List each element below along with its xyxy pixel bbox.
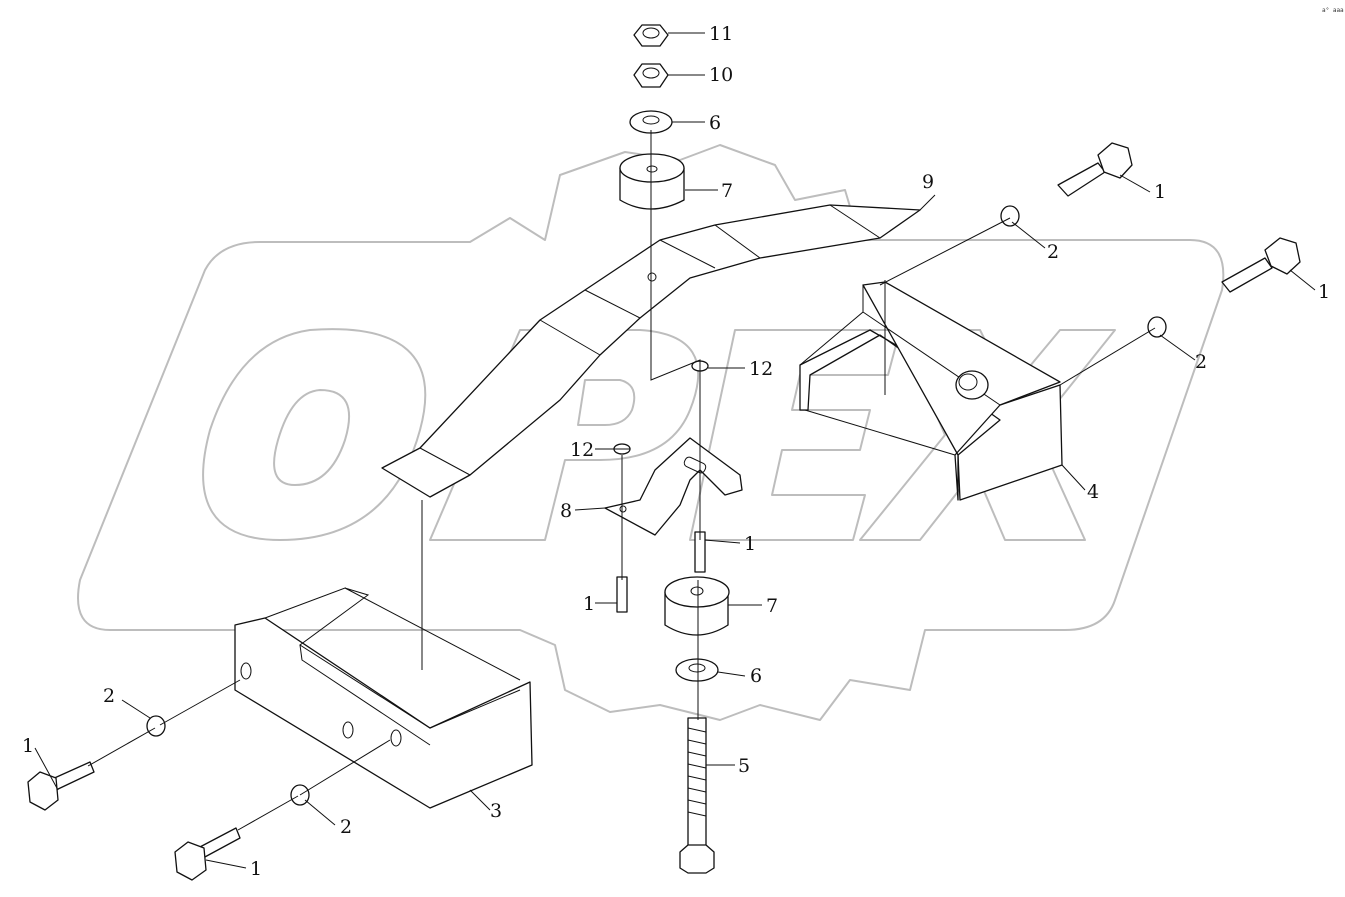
lower-fastener-stack: [664, 576, 730, 874]
callout-7-lower: 7: [766, 595, 778, 617]
callout-2-left-upper: 2: [103, 685, 115, 707]
callout-9: 9: [922, 171, 934, 193]
callout-1-far-right: 1: [1318, 281, 1330, 303]
callout-3: 3: [490, 800, 502, 822]
callout-5: 5: [738, 755, 750, 777]
callout-1-center-left: 1: [583, 593, 595, 615]
callout-6-upper: 6: [709, 112, 721, 134]
callout-2-left-lower: 2: [340, 816, 352, 838]
callout-1-center: 1: [744, 533, 756, 555]
watermark-letter-o: [202, 328, 427, 541]
callout-10: 10: [709, 64, 733, 86]
callout-1-top-right: 1: [1154, 181, 1166, 203]
left-mount-bracket: [234, 587, 533, 809]
leaf-spring-bracket: [381, 204, 921, 498]
callout-1-left-upper: 1: [22, 735, 34, 757]
callout-11: 11: [709, 23, 733, 45]
watermark-letter-e: [689, 329, 901, 541]
callout-8: 8: [560, 500, 572, 522]
right-mount-bracket: [799, 281, 1063, 501]
callout-2-far-right: 2: [1195, 351, 1207, 373]
corner-mark: a° aaa: [1322, 7, 1344, 14]
watermark-gear-outline: [77, 144, 1225, 721]
leader-lines: [34, 32, 1316, 869]
center-clamp: [604, 437, 743, 536]
upper-fastener-stack: [619, 24, 685, 210]
callout-1-left-lower: 1: [250, 858, 262, 880]
callout-6-lower: 6: [750, 665, 762, 687]
callout-12-right: 12: [749, 358, 773, 380]
callouts: 11 10 6 7 9 1 2 1 2 12 12 8 4 1 1 7 6 5 …: [22, 23, 1330, 880]
callout-7-upper: 7: [721, 180, 733, 202]
outer-bolts-and-washers: [27, 142, 1301, 881]
callout-4: 4: [1087, 481, 1099, 503]
callout-2-top-right: 2: [1047, 241, 1059, 263]
callout-12-left: 12: [570, 439, 594, 461]
assembly-axes: [87, 130, 1156, 831]
watermark-letter-p: [429, 329, 700, 541]
